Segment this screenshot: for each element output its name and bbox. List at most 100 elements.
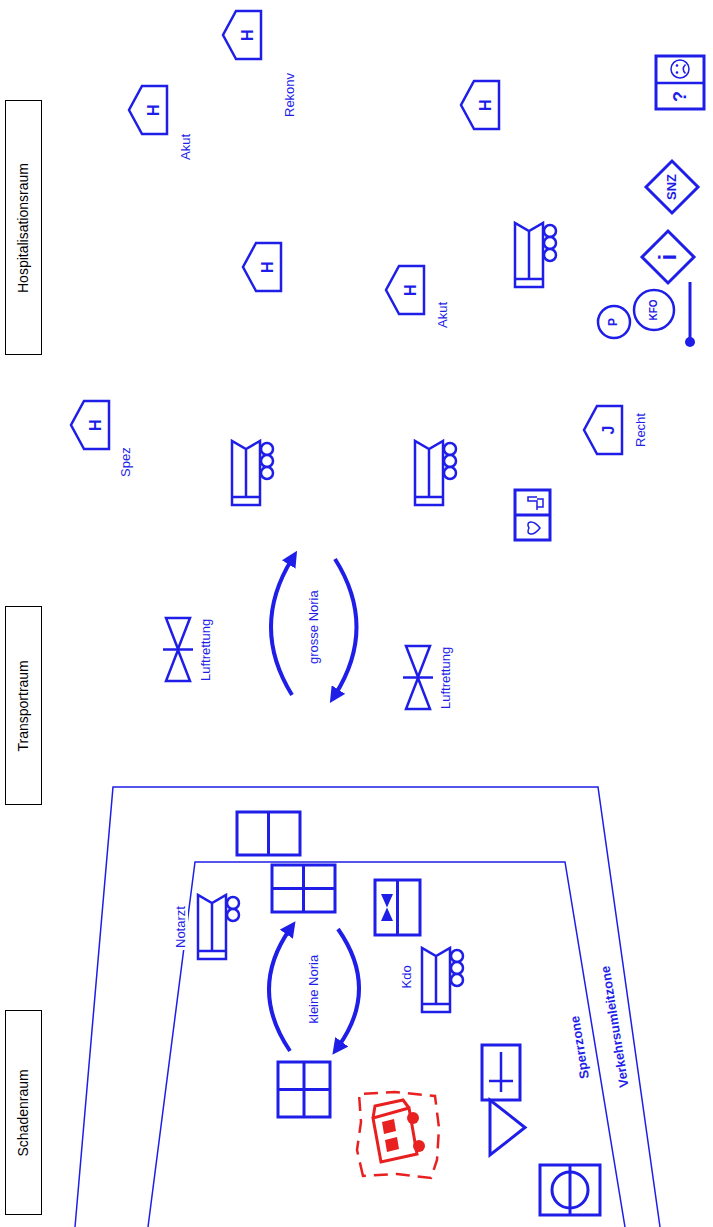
- diamond-outline: [642, 231, 694, 283]
- round-box: [540, 1165, 600, 1215]
- vehicle-wheel: [261, 443, 273, 455]
- node-label: Kdo: [400, 963, 415, 990]
- four-pane-box: [278, 1062, 330, 1117]
- pentagon-outline: [584, 406, 622, 454]
- vehicle-wheel: [227, 897, 239, 909]
- node-label: Akut: [179, 132, 194, 162]
- hospital-symbol: H: [460, 80, 500, 130]
- node-text: H: [239, 29, 257, 41]
- rotor-bar: [403, 676, 433, 679]
- two-pane-box: [237, 812, 300, 855]
- vehicle-group: [232, 223, 556, 505]
- node-label: Spez: [119, 445, 134, 479]
- node-text: Hospitalisationsraum: [15, 163, 31, 293]
- parking-circle: P: [597, 305, 631, 339]
- vehicle-symbol: Kdo: [422, 947, 464, 1012]
- node-text: H: [402, 284, 420, 296]
- vehicle-body: [232, 441, 260, 505]
- face-eye: [676, 71, 679, 74]
- node-text: KFO: [648, 299, 660, 320]
- kfo-circle: KFO: [633, 289, 675, 331]
- noria-arrow: [335, 559, 357, 695]
- hospital-symbol: HSpez: [70, 400, 110, 450]
- vehicle-wheel: [544, 225, 556, 237]
- zone-border: [75, 787, 660, 1227]
- node-text: H: [259, 261, 277, 273]
- zone-border: [148, 862, 625, 1227]
- vehicle-wheel: [227, 909, 239, 921]
- pane-divider: [272, 865, 335, 912]
- vehicle-wheel: [451, 950, 463, 962]
- circle-outline: [598, 306, 630, 338]
- vehicle-body: [415, 441, 443, 505]
- helicopter-symbol: Luftrettung: [405, 645, 431, 710]
- heart-mark: [528, 522, 540, 534]
- cross-mark: [489, 1052, 513, 1092]
- vehicle-wheel: [444, 443, 456, 455]
- node-outline: [198, 894, 240, 959]
- vehicle-symbol: Notarzt: [198, 894, 240, 959]
- pane-divider: [278, 1062, 330, 1117]
- inquiry-box: ?: [655, 55, 705, 110]
- vehicle-body: [515, 223, 543, 287]
- node-text: ?: [670, 91, 691, 102]
- vehicle-wheel: [413, 1140, 425, 1152]
- circle-line: [569, 1165, 572, 1215]
- pane-divider: [515, 514, 550, 517]
- vehicle-wheel: [544, 249, 556, 261]
- pole-dot: [685, 337, 695, 347]
- info-diamond: i: [641, 230, 695, 284]
- node-label: Rekonv: [283, 71, 298, 119]
- node-text: Sperrzone: [567, 1013, 592, 1082]
- face-outline: [671, 60, 689, 78]
- area-header: Transportraum: [5, 606, 42, 805]
- pole-line: [689, 282, 692, 342]
- vehicle-body: [422, 948, 450, 1012]
- vehicle-wheel: [544, 237, 556, 249]
- hospital-symbol: H: [242, 242, 282, 292]
- vehicle-body: [198, 895, 226, 959]
- face-eye: [676, 64, 679, 67]
- vehicle-window: [382, 1119, 399, 1152]
- hand-mark: [528, 497, 543, 510]
- vehicle-wheel: [444, 455, 456, 467]
- node-outline: [422, 947, 464, 1012]
- justice-symbol: JRecht: [583, 405, 623, 455]
- node-text: H: [477, 99, 495, 111]
- node-text: SNZ: [665, 174, 680, 200]
- vehicle-wheel: [261, 455, 273, 467]
- vehicle-wheel: [407, 1112, 419, 1124]
- area-header: Hospitalisationsraum: [5, 100, 42, 355]
- vehicle-wheel: [261, 467, 273, 479]
- traffic-zone: VerkehrsumleitzoneSperrzoneNotarztKdo: [75, 785, 662, 1227]
- hospital-symbol: HAkut: [385, 265, 425, 315]
- four-pane-box: [272, 865, 335, 912]
- node-text: Schadenraum: [15, 1069, 31, 1156]
- hospital-symbol: HAkut: [128, 85, 168, 135]
- pane-divider: [656, 82, 704, 85]
- node-label: Recht: [634, 411, 649, 449]
- node-label: Luftrettung: [439, 645, 454, 711]
- helicopter-symbol: Luftrettung: [165, 617, 191, 682]
- vehicle-body: [373, 1100, 417, 1162]
- vehicle-wheel: [451, 974, 463, 986]
- node-text: H: [145, 104, 163, 116]
- node-text: J: [600, 426, 618, 435]
- circle-outline: [634, 290, 674, 330]
- pentagon-outline: [129, 86, 167, 134]
- snz-diamond: SNZ: [645, 160, 699, 214]
- triage-box: [375, 880, 420, 935]
- node-outline: [405, 645, 431, 710]
- vehicle-wheel: [451, 962, 463, 974]
- pentagon-outline: [461, 81, 499, 129]
- bowtie-mark: [381, 894, 393, 921]
- node-text: H: [87, 419, 105, 431]
- noria-arrow: [269, 929, 290, 1051]
- noria-arrow: [338, 929, 359, 1047]
- area-header: Schadenraum: [5, 1010, 42, 1215]
- node-outline: [75, 785, 662, 1227]
- damage-outline: [357, 1092, 439, 1178]
